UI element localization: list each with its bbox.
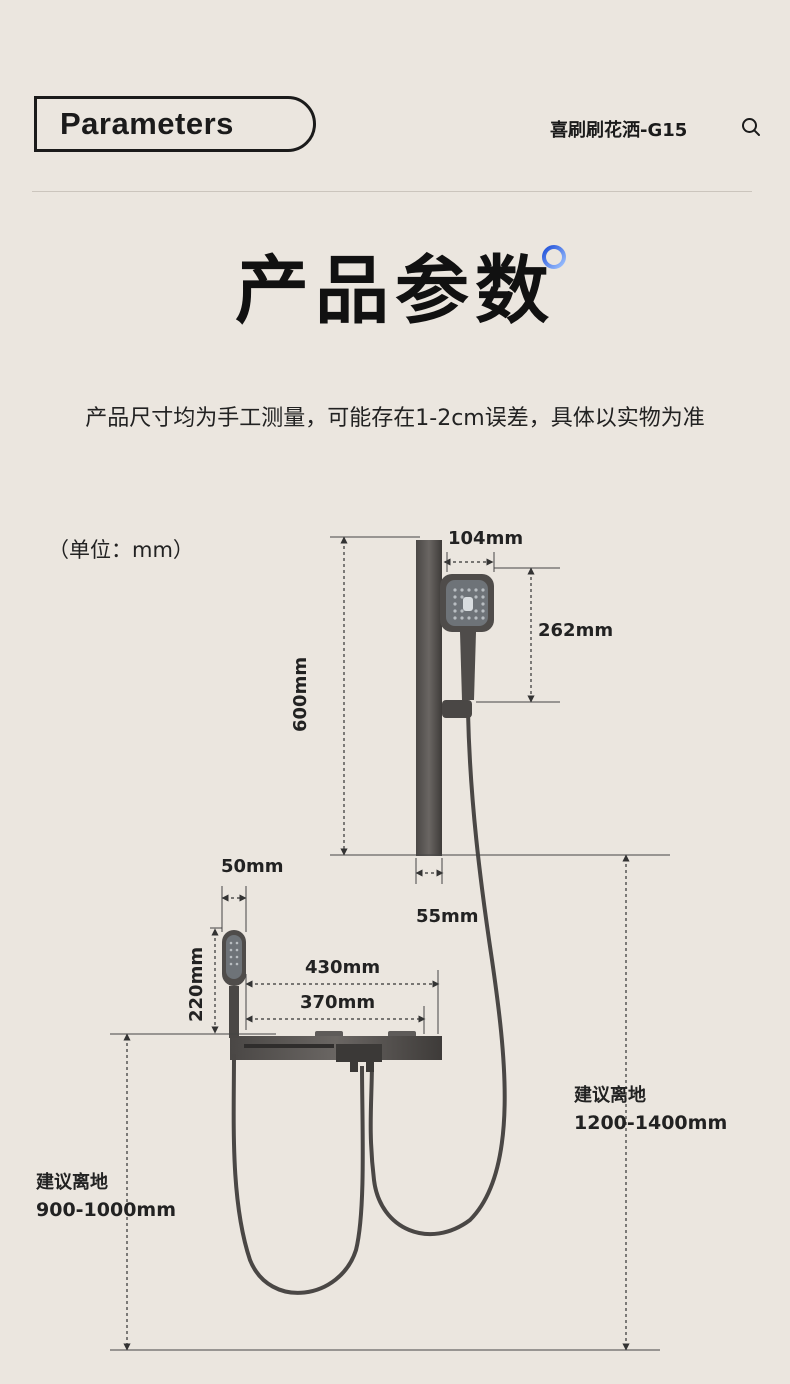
dim-headshower-width: 104mm — [448, 528, 524, 549]
note-top-value: 1200-1400mm — [574, 1112, 728, 1134]
head-hose — [368, 711, 507, 1237]
parameters-badge — [34, 96, 316, 152]
note-bottom-label: 建议离地 — [36, 1172, 108, 1193]
note-bottom-value: 900-1000mm — [36, 1199, 177, 1221]
dim-mixer-shelf: 370mm — [300, 992, 376, 1013]
product-name: 喜刷刷花洒-G15 — [550, 120, 688, 141]
dim-mixer-total: 430mm — [305, 957, 381, 978]
dim-bar-depth: 55mm — [416, 906, 479, 927]
hand-shower — [222, 930, 246, 1038]
header-divider — [32, 191, 752, 192]
search-icon[interactable] — [740, 116, 762, 138]
dim-bar-height: 600mm — [290, 656, 311, 732]
riser-bar — [416, 540, 442, 856]
head-shower — [440, 574, 494, 718]
mixer-shelf — [230, 1031, 442, 1072]
dim-headshower-height: 262mm — [538, 620, 614, 641]
dim-handshower-height: 220mm — [186, 946, 207, 1022]
note-top-label: 建议离地 — [574, 1085, 646, 1106]
reference-lines — [110, 536, 670, 1351]
page-title: 产品参数 — [235, 248, 555, 334]
dimension-arrows — [123, 536, 630, 1351]
measurement-note: 产品尺寸均为手工测量，可能存在1-2cm误差，具体以实物为准 — [85, 406, 705, 431]
hand-hose — [231, 1053, 365, 1295]
ring-accent-icon — [542, 245, 566, 269]
dim-handshower-width: 50mm — [221, 856, 284, 877]
extension-ticks — [221, 552, 495, 1034]
unit-label: （单位：mm） — [48, 538, 194, 562]
parameters-badge-label: Parameters — [60, 106, 234, 141]
